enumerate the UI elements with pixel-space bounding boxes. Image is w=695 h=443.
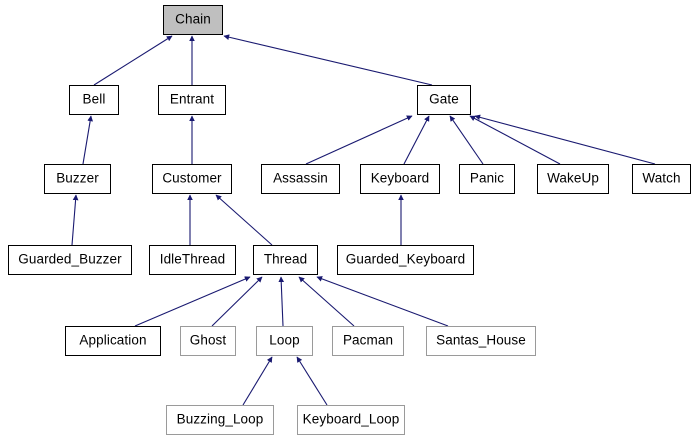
class-node-gate[interactable]: Gate bbox=[417, 85, 471, 115]
inheritance-edge-bell-to-chain bbox=[93, 35, 173, 86]
inheritance-edge-panic-to-gate bbox=[449, 115, 484, 165]
class-node-label: Application bbox=[79, 332, 147, 348]
class-node-label: Assassin bbox=[273, 170, 328, 186]
class-node-label: Watch bbox=[642, 170, 681, 186]
class-node-customer[interactable]: Customer bbox=[152, 164, 232, 194]
inheritance-edge-thread-to-customer bbox=[215, 194, 273, 246]
class-node-guarded_keyboard[interactable]: Guarded_Keyboard bbox=[337, 245, 474, 275]
class-node-label: Loop bbox=[269, 332, 300, 348]
inheritance-edge-loop-to-thread bbox=[278, 276, 285, 327]
class-node-thread[interactable]: Thread bbox=[253, 245, 318, 275]
class-node-assassin[interactable]: Assassin bbox=[261, 164, 340, 194]
inheritance-edge-buzzer-to-bell bbox=[82, 115, 93, 165]
class-node-label: Thread bbox=[263, 251, 308, 267]
class-node-entrant[interactable]: Entrant bbox=[158, 85, 226, 115]
class-node-label: Gate bbox=[429, 91, 459, 107]
inheritance-edge-gate-to-chain bbox=[223, 34, 433, 86]
class-node-label: Buzzer bbox=[56, 170, 99, 186]
class-node-watch[interactable]: Watch bbox=[632, 164, 691, 194]
class-node-idlethread[interactable]: IdleThread bbox=[149, 245, 236, 275]
inheritance-edge-guarded_buzzer-to-buzzer bbox=[71, 194, 79, 246]
class-node-label: Customer bbox=[162, 170, 222, 186]
class-node-label: Bell bbox=[82, 91, 106, 107]
class-node-label: Chain bbox=[175, 11, 211, 27]
inheritance-edge-keyboard_loop-to-loop bbox=[296, 356, 328, 406]
class-node-label: Keyboard bbox=[370, 170, 430, 186]
inheritance-edge-keyboard-to-gate bbox=[403, 115, 430, 165]
inheritance-edge-wakeup-to-gate bbox=[469, 115, 561, 165]
class-node-application[interactable]: Application bbox=[65, 326, 161, 356]
class-node-label: Guarded_Buzzer bbox=[18, 251, 122, 267]
class-node-keyboard[interactable]: Keyboard bbox=[360, 164, 440, 194]
class-node-guarded_buzzer[interactable]: Guarded_Buzzer bbox=[8, 245, 132, 275]
class-node-keyboard_loop[interactable]: Keyboard_Loop bbox=[297, 405, 405, 435]
class-node-loop[interactable]: Loop bbox=[256, 326, 313, 356]
class-node-buzzing_loop[interactable]: Buzzing_Loop bbox=[166, 405, 274, 435]
class-node-label: Buzzing_Loop bbox=[176, 411, 264, 427]
inheritance-edge-buzzing_loop-to-loop bbox=[242, 356, 273, 406]
class-node-label: IdleThread bbox=[159, 251, 226, 267]
class-node-panic[interactable]: Panic bbox=[459, 164, 515, 194]
class-node-chain[interactable]: Chain bbox=[163, 5, 223, 35]
inheritance-edge-watch-to-gate bbox=[474, 114, 656, 165]
class-node-label: Panic bbox=[469, 170, 505, 186]
inheritance-edge-assassin-to-gate bbox=[305, 115, 413, 165]
class-node-bell[interactable]: Bell bbox=[69, 85, 119, 115]
inheritance-edge-application-to-thread bbox=[134, 276, 251, 327]
class-node-pacman[interactable]: Pacman bbox=[332, 326, 404, 356]
class-node-label: Ghost bbox=[189, 332, 227, 348]
class-node-label: Santas_House bbox=[436, 332, 526, 348]
class-node-label: Entrant bbox=[169, 91, 215, 107]
class-node-label: Guarded_Keyboard bbox=[345, 251, 466, 267]
inheritance-edge-santas_house-to-thread bbox=[316, 276, 449, 327]
inheritance-edge-ghost-to-thread bbox=[211, 276, 263, 327]
class-node-label: WakeUp bbox=[547, 170, 599, 186]
class-node-label: Pacman bbox=[342, 332, 394, 348]
class-node-buzzer[interactable]: Buzzer bbox=[44, 164, 111, 194]
class-node-wakeup[interactable]: WakeUp bbox=[537, 164, 609, 194]
class-node-santas_house[interactable]: Santas_House bbox=[426, 326, 536, 356]
class-node-ghost[interactable]: Ghost bbox=[180, 326, 236, 356]
inheritance-edge-pacman-to-thread bbox=[298, 276, 355, 327]
class-node-label: Keyboard_Loop bbox=[302, 411, 400, 427]
